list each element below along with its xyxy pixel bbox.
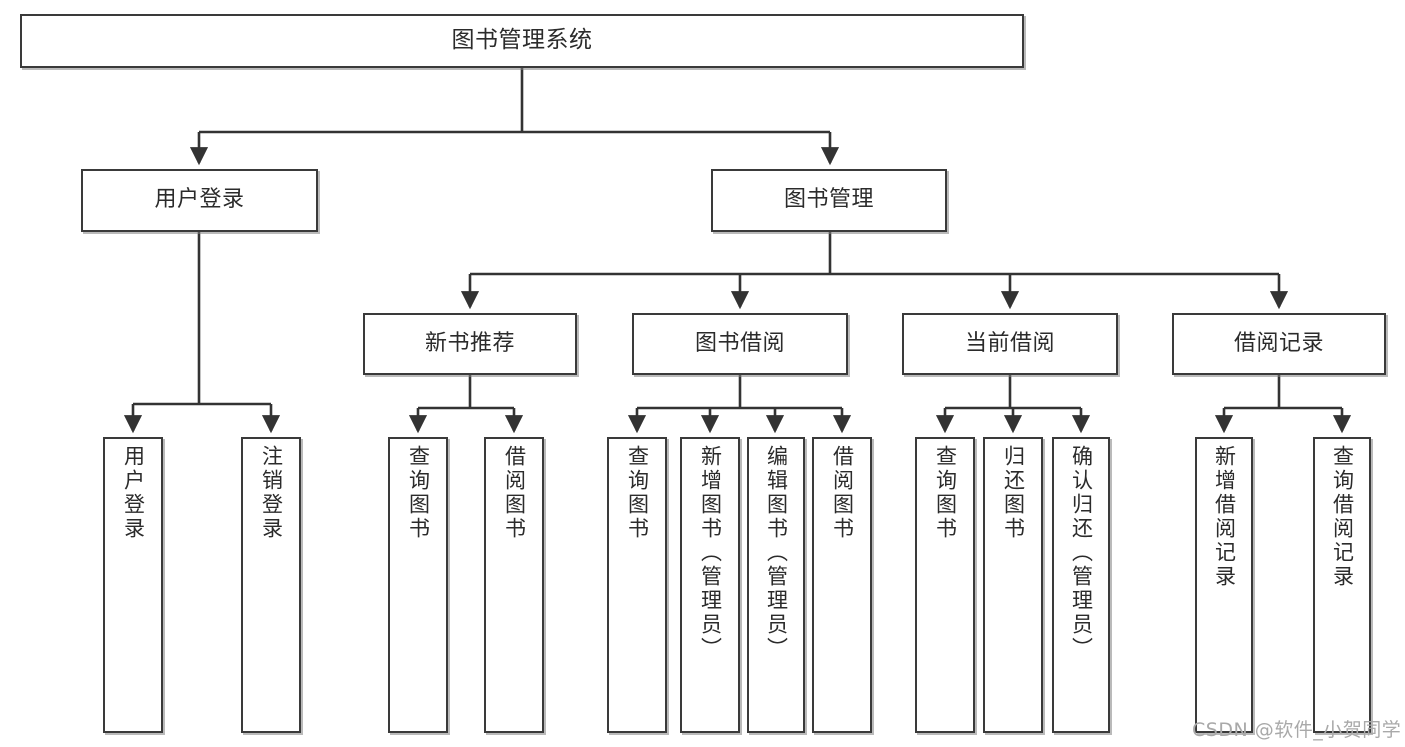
node-label: 编辑图书（管理员） <box>764 445 789 661</box>
node-book-management[interactable]: 图书管理 <box>711 169 947 232</box>
node-borrow-record[interactable]: 借阅记录 <box>1172 313 1386 375</box>
leaf-current-borrow-query[interactable]: 查询图书 <box>915 437 975 733</box>
node-new-book-recommend[interactable]: 新书推荐 <box>363 313 577 375</box>
leaf-new-book-query[interactable]: 查询图书 <box>388 437 448 733</box>
leaf-current-borrow-return[interactable]: 归还图书 <box>983 437 1043 733</box>
leaf-book-borrow-add[interactable]: 新增图书（管理员） <box>680 437 740 733</box>
leaf-current-borrow-confirm-return[interactable]: 确认归还（管理员） <box>1052 437 1110 733</box>
node-label: 查询借阅记录 <box>1330 445 1355 589</box>
leaf-book-borrow-borrow[interactable]: 借阅图书 <box>812 437 872 733</box>
leaf-borrow-record-add[interactable]: 新增借阅记录 <box>1195 437 1253 733</box>
leaf-book-borrow-query[interactable]: 查询图书 <box>607 437 667 733</box>
node-label: 用户登录 <box>121 445 146 541</box>
leaf-user-login-logout[interactable]: 注销登录 <box>241 437 301 733</box>
leaf-book-borrow-edit[interactable]: 编辑图书（管理员） <box>747 437 805 733</box>
node-label: 归还图书 <box>1001 445 1026 541</box>
node-root-book-management-system[interactable]: 图书管理系统 <box>20 14 1024 68</box>
csdn-watermark: CSDN @软件_小贺同学 <box>1192 719 1402 741</box>
node-label: 借阅记录 <box>1233 330 1324 356</box>
node-label: 借阅图书 <box>502 445 527 541</box>
leaf-borrow-record-query[interactable]: 查询借阅记录 <box>1313 437 1371 733</box>
leaf-user-login-login[interactable]: 用户登录 <box>103 437 163 733</box>
node-label: 注销登录 <box>259 445 284 541</box>
node-label: 图书借阅 <box>694 330 785 356</box>
node-label: 查询图书 <box>625 445 650 541</box>
node-label: 新增图书（管理员） <box>698 445 723 661</box>
node-label: 查询图书 <box>406 445 431 541</box>
node-label: 查询图书 <box>933 445 958 541</box>
node-label: 用户登录 <box>154 187 245 213</box>
node-label: 新书推荐 <box>424 330 515 356</box>
node-label: 图书管理系统 <box>451 27 593 54</box>
node-label: 借阅图书 <box>830 445 855 541</box>
node-user-login[interactable]: 用户登录 <box>81 169 318 232</box>
node-book-borrow[interactable]: 图书借阅 <box>632 313 848 375</box>
node-current-borrow[interactable]: 当前借阅 <box>902 313 1118 375</box>
node-label: 图书管理 <box>783 187 874 213</box>
leaf-new-book-borrow[interactable]: 借阅图书 <box>484 437 544 733</box>
node-label: 确认归还（管理员） <box>1069 445 1094 661</box>
node-label: 当前借阅 <box>964 330 1055 356</box>
node-label: 新增借阅记录 <box>1212 445 1237 589</box>
